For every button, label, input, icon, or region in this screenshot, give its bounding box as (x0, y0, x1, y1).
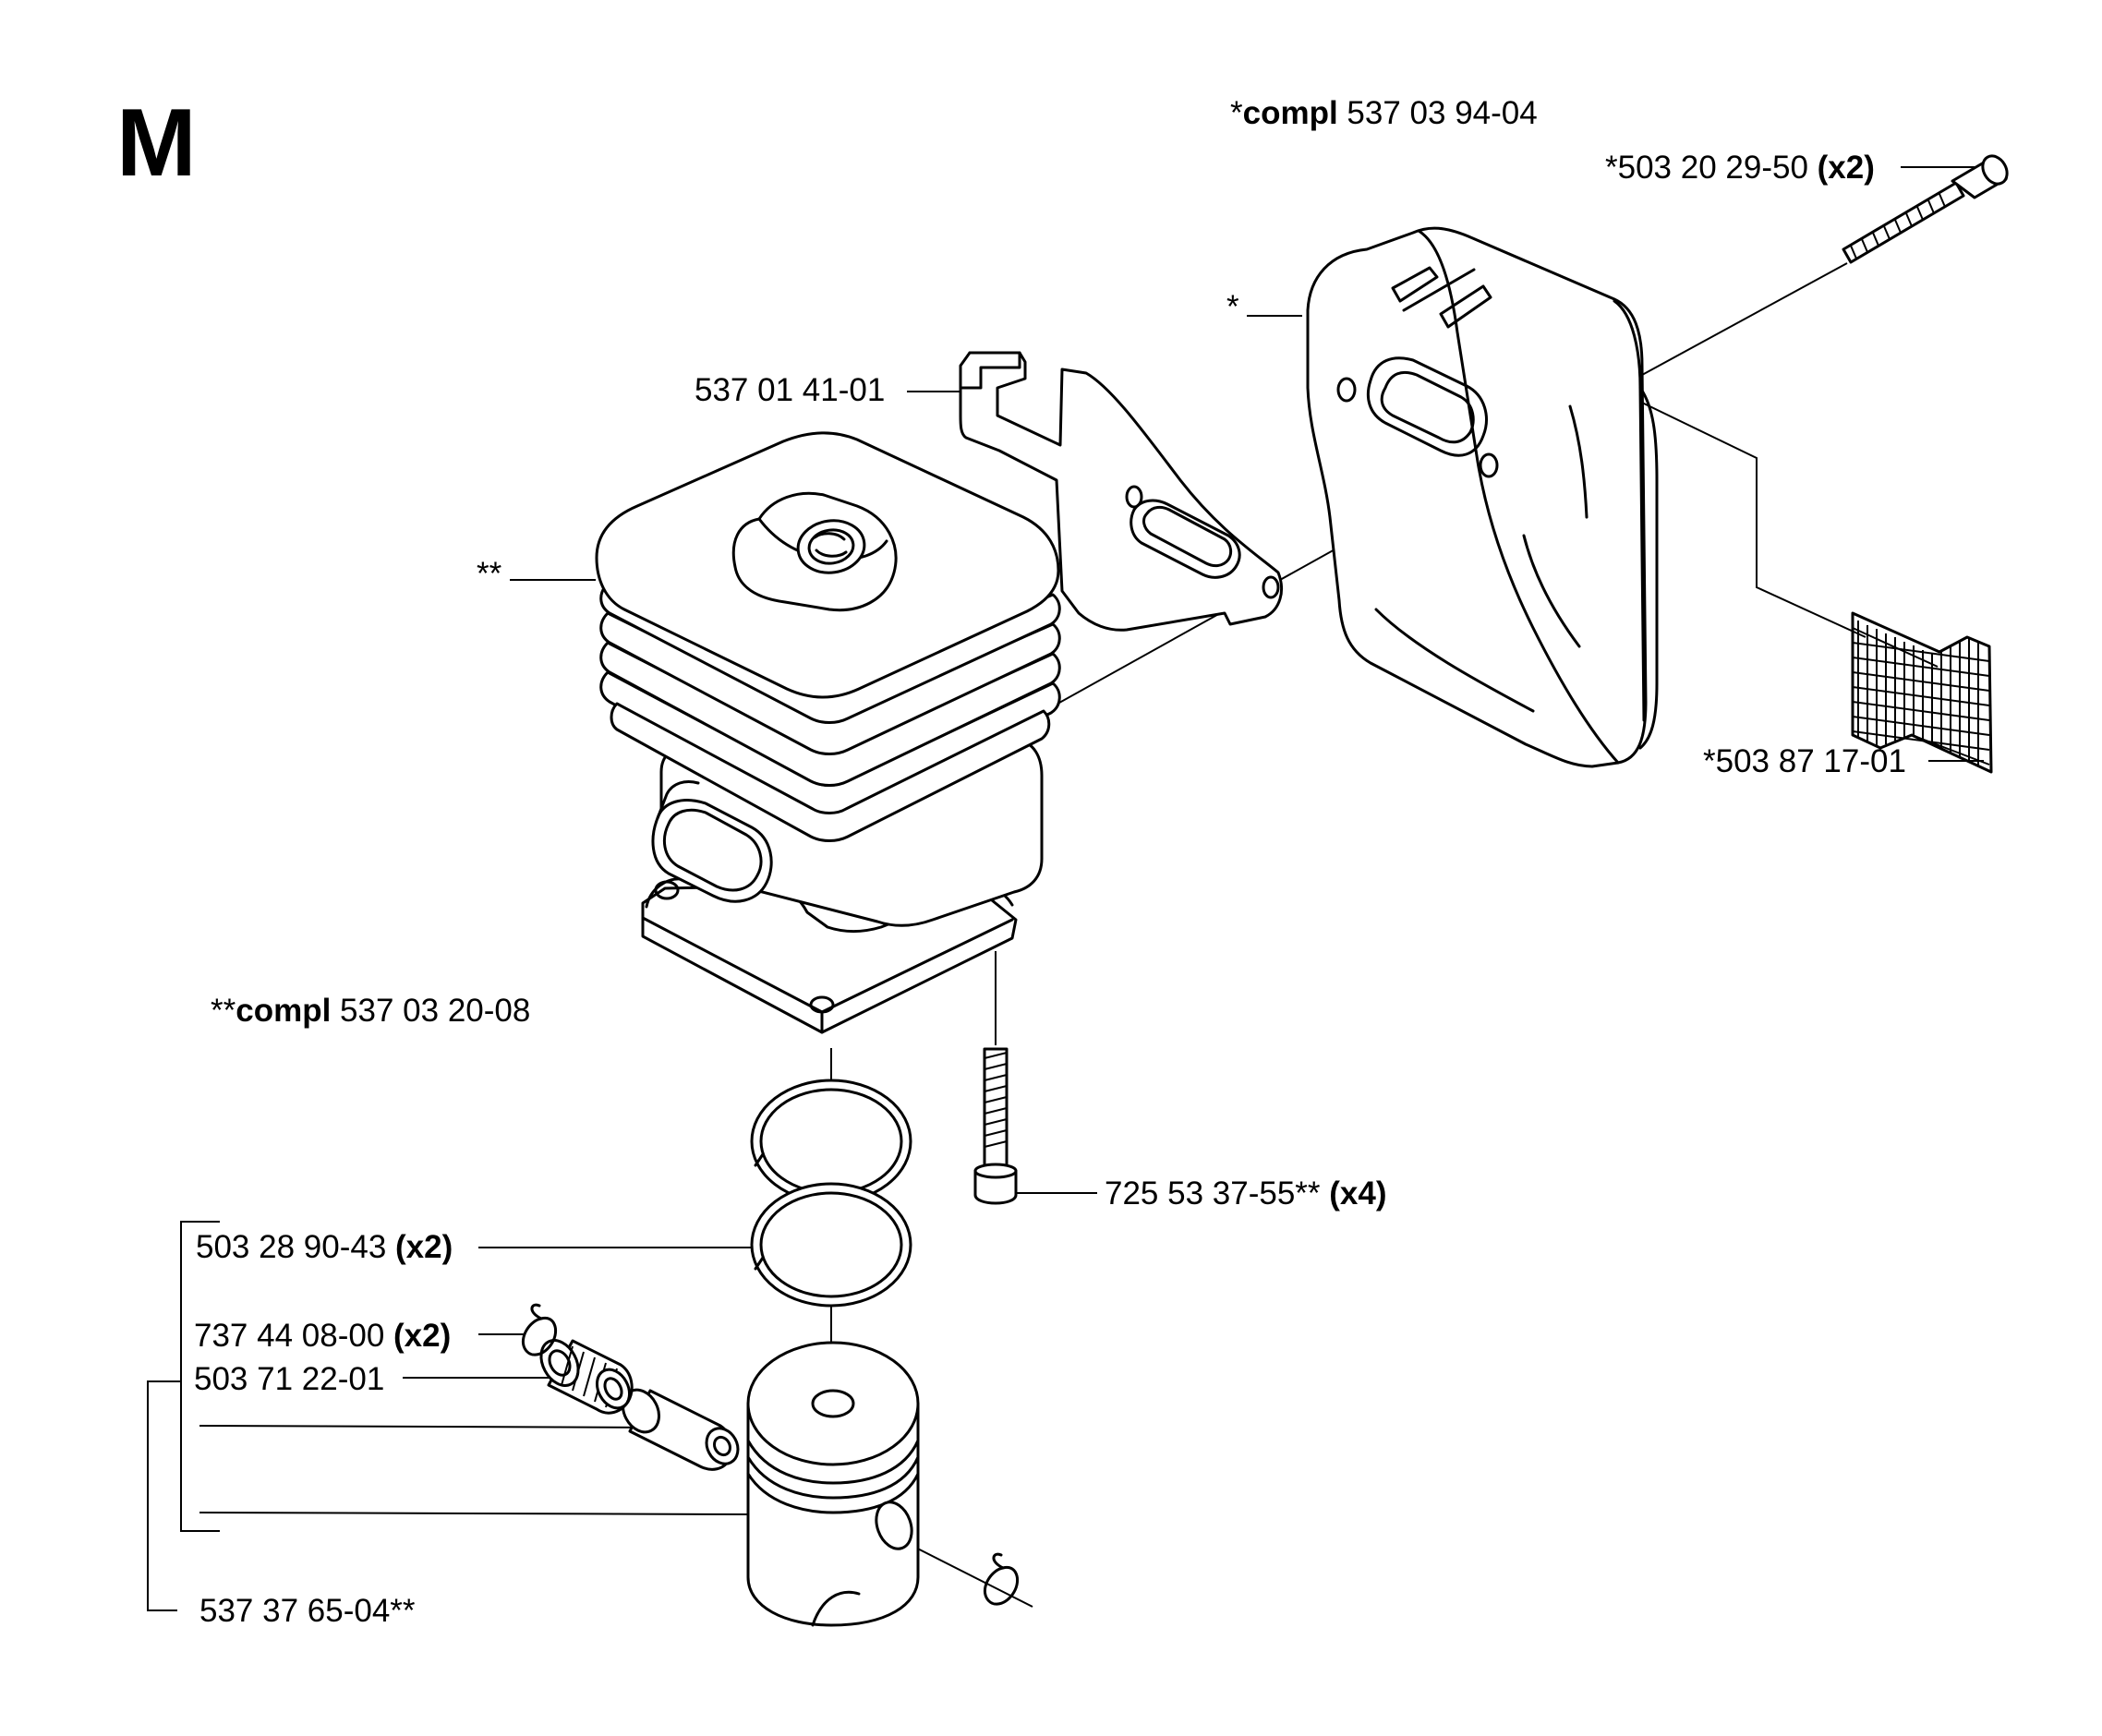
muffler (1306, 226, 1659, 768)
label-piston-ring: 503 28 90-43 (x2) (196, 1229, 453, 1265)
label-cylinder-screw: 725 53 37-55** (x4) (1105, 1175, 1387, 1212)
section-letter: M (116, 90, 197, 197)
label-muffler-compl: *compl 537 03 94-04 (1230, 95, 1538, 131)
label-muffler-bolt: *503 20 29-50 (x2) (1605, 150, 1875, 186)
label-circlip: 737 44 08-00 (x2) (194, 1318, 451, 1354)
piston-pin (622, 1388, 740, 1471)
label-cylinder-star: ** (477, 556, 502, 592)
part-labels: *compl 537 03 94-04 *503 20 29-50 (x2) *… (194, 95, 1906, 1629)
spark-arrestor-screen (1851, 611, 1993, 774)
label-piston-kit: 537 37 65-04** (199, 1593, 416, 1629)
needle-bearing (539, 1339, 634, 1415)
label-muffler-star: * (1226, 289, 1239, 325)
piston (746, 1341, 920, 1627)
label-needle-bearing: 503 71 22-01 (194, 1361, 384, 1397)
cylinder (595, 431, 1061, 1034)
label-screen: *503 87 17-01 (1703, 743, 1906, 779)
piston-ring-lower (750, 1182, 912, 1308)
muffler-bracket (959, 351, 1283, 632)
label-bracket: 537 01 41-01 (695, 372, 885, 408)
muffler-bolt (1842, 154, 2009, 264)
circlip-right (984, 1552, 1019, 1606)
circlip-left (522, 1303, 557, 1356)
cylinder-screw (973, 1047, 1018, 1205)
label-cylinder-compl: **compl 537 03 20-08 (211, 993, 530, 1029)
